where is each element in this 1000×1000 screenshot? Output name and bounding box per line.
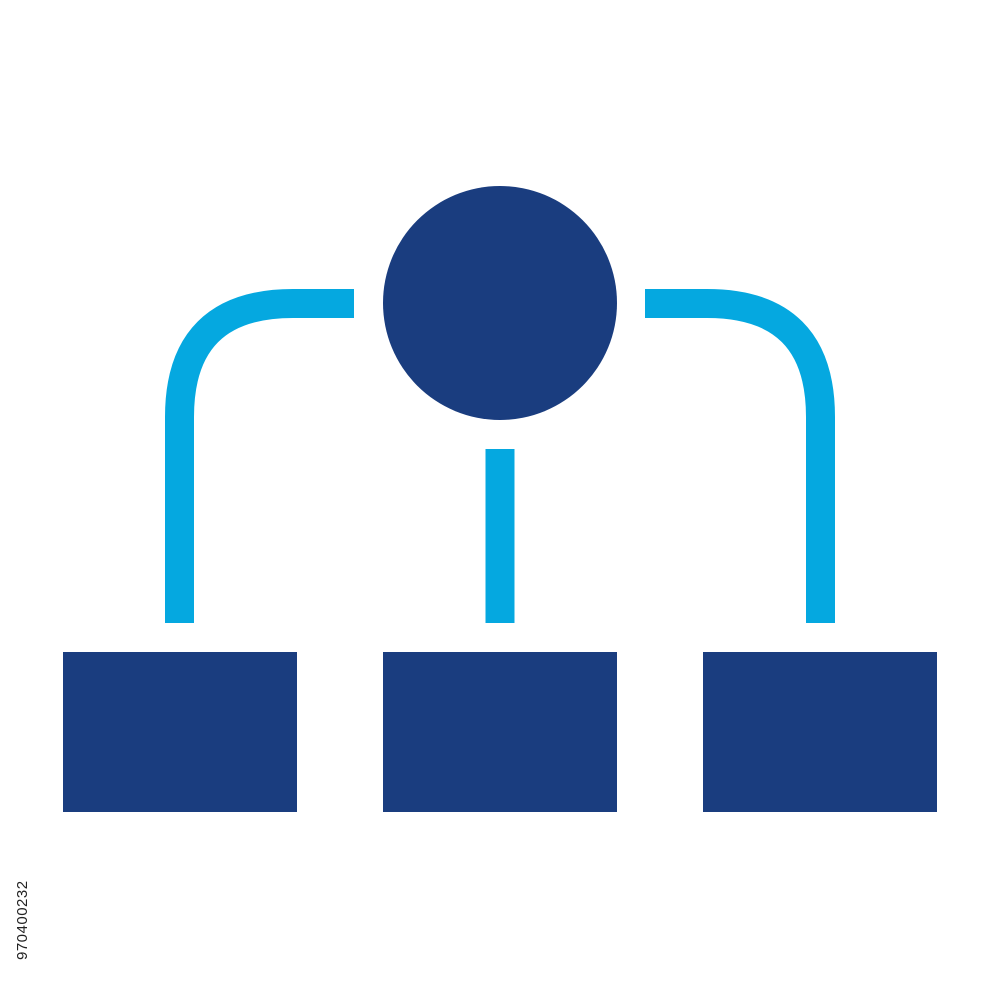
- connector-group: [165, 289, 835, 623]
- root-node-circle: [383, 186, 617, 420]
- child-node-right: [703, 652, 937, 812]
- child-nodes: [63, 652, 937, 812]
- child-node-left: [63, 652, 297, 812]
- connector-left: [165, 289, 354, 623]
- child-node-center: [383, 652, 617, 812]
- watermark-id-text: 970400232: [14, 880, 31, 960]
- connector-right: [645, 289, 835, 623]
